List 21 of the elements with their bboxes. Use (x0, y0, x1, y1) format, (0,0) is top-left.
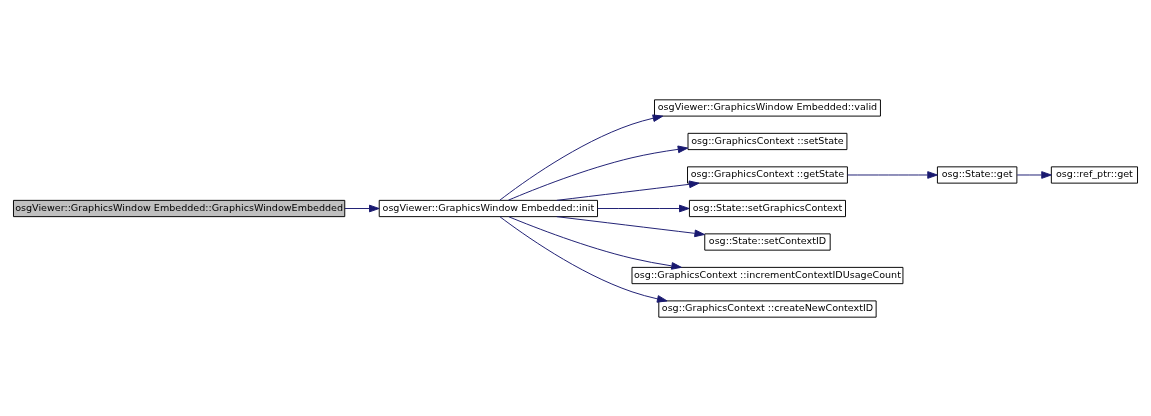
node-box: osg::GraphicsContext ::createNewContextID (658, 299, 877, 318)
arrow (556, 180, 700, 201)
node-box: osg::GraphicsContext ::incrementContextIDUsageCount (631, 266, 904, 284)
arrow (556, 215, 705, 237)
arrow (499, 215, 668, 303)
arrow (847, 170, 938, 179)
node-box: osgViewer::GraphicsWindow Embedded::GraphicsWindowEmbedded (13, 199, 346, 217)
arrow (499, 113, 664, 201)
node-box: osg::State::setContextID (704, 232, 831, 251)
arrow (1016, 170, 1052, 179)
node-box: osgViewer::GraphicsWindow Embedded::valid (654, 98, 881, 117)
node-box: osg::GraphicsContext ::getState (687, 165, 848, 184)
node-box: osgViewer::GraphicsWindow Embedded::init (378, 199, 598, 217)
arrow (597, 204, 690, 212)
node-box: osg::GraphicsContext ::setState (687, 132, 848, 150)
node-box: osg::State::get (936, 165, 1018, 184)
arrow (507, 145, 689, 201)
arrow (508, 215, 682, 270)
node-box: osg::ref_ptr::get (1050, 165, 1138, 184)
arrow (344, 204, 380, 212)
node-box: osg::State::setGraphicsContext (688, 199, 846, 217)
